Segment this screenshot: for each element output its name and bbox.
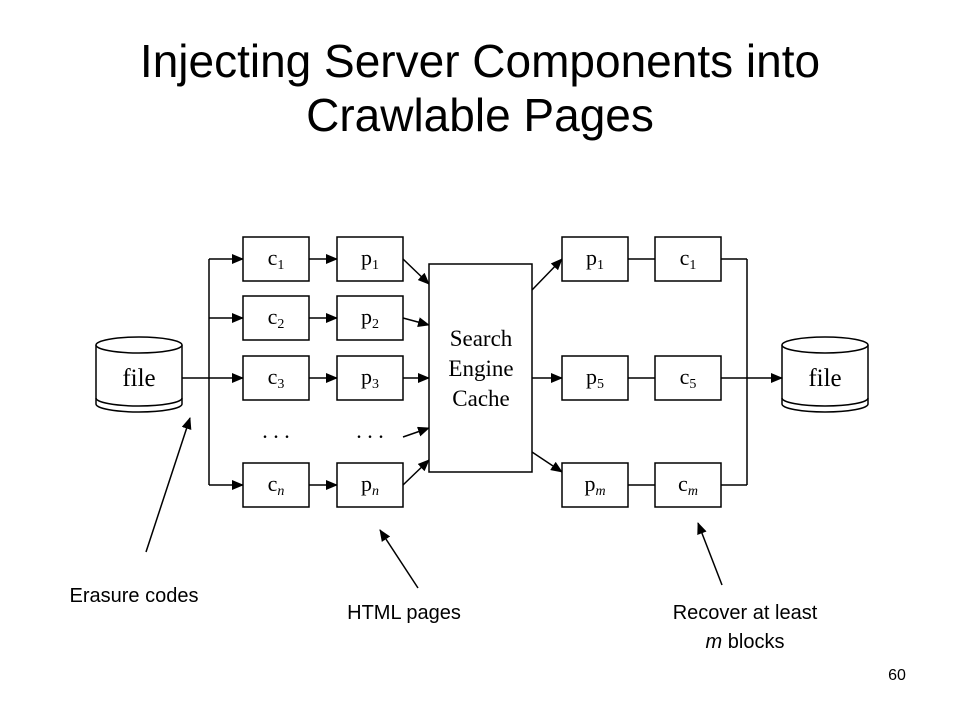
left-connectors [182, 254, 244, 490]
cache-line-1: Search [450, 326, 513, 351]
code-label-c1: c1 [268, 245, 285, 273]
page-label-p1: p1 [361, 245, 379, 273]
page-box-p3 [336, 355, 404, 401]
right-file-label: file [808, 365, 841, 392]
right-code-label-cm: cm [678, 471, 698, 499]
title-line-1: Injecting Server Components into [139, 35, 821, 87]
left-file-cylinder: file [95, 336, 183, 413]
right-code-label-c1: c1 [680, 245, 697, 273]
right-code-boxes: c1 c5 cm [654, 236, 722, 508]
page-number: 60 [888, 667, 906, 684]
title-line-2: Crawlable Pages [306, 89, 654, 141]
erasure-codes-label: Erasure codes [70, 585, 199, 607]
code-box-c1 [242, 236, 310, 282]
page-to-code-lines [628, 258, 655, 486]
pages-to-cache-arrows [402, 258, 430, 486]
right-page-box-p1 [561, 236, 629, 282]
cache-line-3: Cache [452, 386, 509, 411]
right-file-cylinder: file [781, 336, 869, 413]
right-code-box-c1 [654, 236, 722, 282]
html-pages-label: HTML pages [347, 602, 461, 624]
code-label-c3: c3 [268, 364, 285, 392]
cache-to-pages-arrows [531, 258, 563, 473]
right-code-label-c5: c5 [680, 364, 697, 392]
page-box-p1 [336, 236, 404, 282]
right-page-boxes: p1 p5 pm [561, 236, 629, 508]
code-label-c2: c2 [268, 304, 285, 332]
left-file-label: file [122, 365, 155, 392]
page-box-p2 [336, 295, 404, 341]
recover-label-line-1: Recover at least [673, 602, 818, 624]
right-page-label-p1: p1 [586, 245, 604, 273]
ellipsis-pages: . . . [356, 418, 384, 443]
slide-title: Injecting Server Components into Crawlab… [0, 34, 960, 142]
code-box-cn [242, 462, 310, 508]
right-connectors [721, 258, 783, 486]
page-box-pn [336, 462, 404, 508]
search-engine-cache: Search Engine Cache [428, 263, 533, 473]
recover-pointer [697, 522, 723, 586]
code-box-c2 [242, 295, 310, 341]
code-label-cn: cn [268, 471, 285, 499]
html-pointer [379, 529, 419, 589]
page-label-p2: p2 [361, 304, 379, 332]
left-code-boxes: c1 c2 c3 cn [242, 236, 310, 508]
erasure-pointer [145, 417, 192, 553]
right-code-box-c5 [654, 355, 722, 401]
ellipsis-codes: . . . [262, 418, 290, 443]
recover-label-line-2: m blocks [706, 631, 785, 653]
code-to-page-arrows [309, 254, 338, 490]
cache-line-2: Engine [448, 356, 513, 381]
page-label-p3: p3 [361, 364, 379, 392]
page-label-pn: pn [361, 471, 379, 499]
annotation-arrows [145, 417, 723, 589]
left-page-boxes: p1 p2 p3 pn [336, 236, 404, 508]
right-code-box-cm [654, 462, 722, 508]
right-page-label-pm: pm [584, 471, 605, 499]
right-page-label-p5: p5 [586, 364, 604, 392]
code-box-c3 [242, 355, 310, 401]
